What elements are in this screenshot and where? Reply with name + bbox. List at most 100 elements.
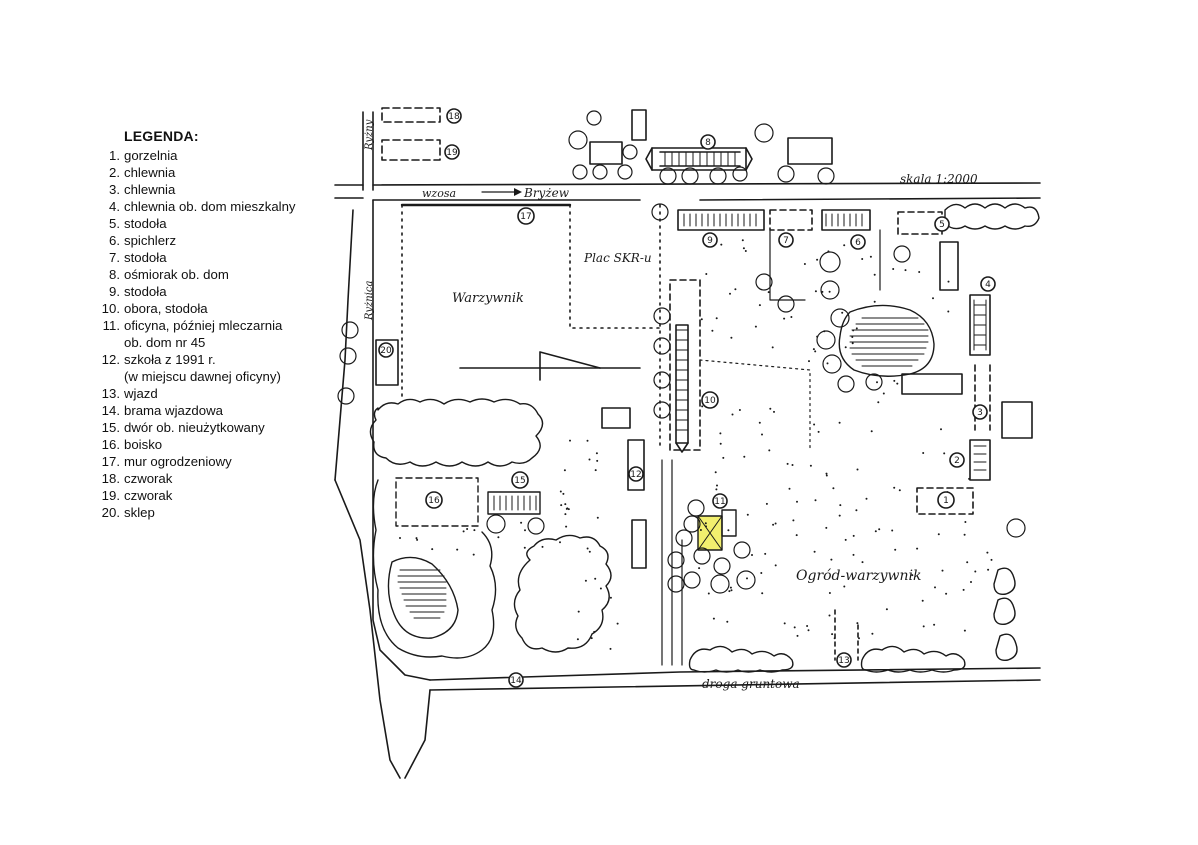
legend-item-number: 9. xyxy=(109,284,120,299)
yard-dot xyxy=(844,538,847,541)
yard-dot xyxy=(814,350,817,353)
yard-dot xyxy=(790,316,793,318)
legend-item-number: 16. xyxy=(101,437,120,452)
yard-dot xyxy=(715,488,718,491)
yard-dot xyxy=(462,530,465,533)
yard-dot xyxy=(594,469,597,472)
yard-dot xyxy=(577,610,580,613)
yard-dot xyxy=(861,561,864,564)
yard-dot xyxy=(722,456,725,459)
yard-dot xyxy=(968,477,971,480)
yard-dot xyxy=(814,499,817,502)
yard-dot xyxy=(809,464,812,467)
yard-dot xyxy=(712,617,715,620)
yard-dot xyxy=(792,519,795,522)
marker-4: 4 xyxy=(980,276,996,292)
legend-item-label: wjazd xyxy=(124,386,158,401)
yard-dot xyxy=(873,273,876,276)
yard-dot xyxy=(828,290,831,293)
marker-16: 16 xyxy=(425,491,443,509)
yard-dot xyxy=(812,348,815,351)
yard-dot xyxy=(945,592,948,595)
legend-item: 8.ośmiorak ob. dom xyxy=(96,266,326,283)
yard-dot xyxy=(727,529,730,532)
legend-item-label: spichlerz xyxy=(124,233,177,248)
map-labels: skala 1:2000 wzosa Bryżew Ryżny Ryżnica … xyxy=(364,119,978,691)
yard-dot xyxy=(783,317,786,320)
yard-dot xyxy=(964,521,967,523)
yard-dot xyxy=(596,459,599,462)
yard-dot xyxy=(843,244,846,247)
yard-dot xyxy=(523,546,526,549)
yard-dot xyxy=(473,529,476,532)
yard-dot xyxy=(855,327,858,330)
legend-item-label: chlewnia ob. dom mieszkalny xyxy=(124,199,296,214)
road-label-ryzny: Ryżny xyxy=(364,119,375,151)
legend-item: 17.mur ogrodzeniowy xyxy=(96,453,326,470)
legend-item-number: 12. xyxy=(101,352,120,367)
yard-dot xyxy=(715,317,718,320)
yard-dot xyxy=(947,280,950,283)
yard-dot xyxy=(947,310,950,313)
legend-item-number: 5. xyxy=(109,216,120,231)
yard-dot xyxy=(729,586,732,589)
yard-dot xyxy=(730,589,733,592)
legend-item-label: szkoła z 1991 r. xyxy=(124,352,216,367)
yard-dot xyxy=(731,413,734,416)
legend-item-number: 3. xyxy=(109,182,120,197)
legend-item-label: obora, stodoła xyxy=(124,301,208,316)
yard-dot xyxy=(788,487,791,490)
svg-text:13: 13 xyxy=(838,656,849,666)
yard-dot xyxy=(729,292,731,295)
yard-dot xyxy=(616,622,619,625)
yard-dot xyxy=(701,405,704,408)
yard-dot xyxy=(990,558,993,561)
yard-dot xyxy=(565,525,568,528)
yard-dot xyxy=(783,622,786,625)
yard-dot xyxy=(609,647,612,650)
yard-dot xyxy=(586,439,589,442)
farm-buildings xyxy=(375,209,1033,569)
yard-dot xyxy=(497,536,500,539)
legend-item: 7. stodoła xyxy=(96,249,326,266)
legend-item-label: boisko xyxy=(124,437,163,452)
legend-item-label: dwór ob. nieużytkowany xyxy=(124,420,265,435)
svg-text:17: 17 xyxy=(520,212,531,222)
yard-dot xyxy=(746,513,749,516)
yard-dot xyxy=(940,428,942,431)
yard-dot xyxy=(851,342,854,345)
yard-dot xyxy=(751,554,753,556)
yard-dot xyxy=(986,551,989,554)
legend-item-number: 7. xyxy=(109,250,120,265)
yard-dot xyxy=(774,522,777,525)
legend-item: 20.sklep xyxy=(96,504,326,521)
yard-dot xyxy=(593,630,596,633)
legend-item-label: stodoła xyxy=(124,250,167,265)
legend-item-label: chlewnia xyxy=(124,165,176,180)
svg-text:1: 1 xyxy=(943,496,949,506)
yard-dot xyxy=(904,269,907,272)
yard-dot xyxy=(524,529,526,532)
yard-dot xyxy=(698,567,701,570)
yard-dot xyxy=(852,534,855,537)
park-tree-masses xyxy=(369,203,1040,673)
building-markers: 1 2 3 4 5 6 7 8 9 10 11 12 13 14 15 16 1… xyxy=(378,108,996,688)
yard-dot xyxy=(823,330,826,333)
marker-11: 11 xyxy=(712,493,728,509)
yard-dot xyxy=(808,360,810,363)
svg-text:10: 10 xyxy=(704,396,716,406)
legend-item: 10.obora, stodoła xyxy=(96,300,326,317)
legend-item-number: 14. xyxy=(101,403,120,418)
yard-dot xyxy=(738,409,741,411)
label-warzywnik: Warzywnik xyxy=(452,291,524,306)
marker-6: 6 xyxy=(850,234,866,250)
yard-dot xyxy=(576,638,579,641)
legend-item-number: 13. xyxy=(101,386,120,401)
roads xyxy=(334,111,1041,779)
yard-dot xyxy=(843,585,846,588)
yard-dot xyxy=(814,290,817,293)
yard-dot xyxy=(796,500,798,503)
marker-5: 5 xyxy=(934,216,950,232)
yard-dot xyxy=(760,572,763,574)
legend-item-label: chlewnia xyxy=(124,182,176,197)
